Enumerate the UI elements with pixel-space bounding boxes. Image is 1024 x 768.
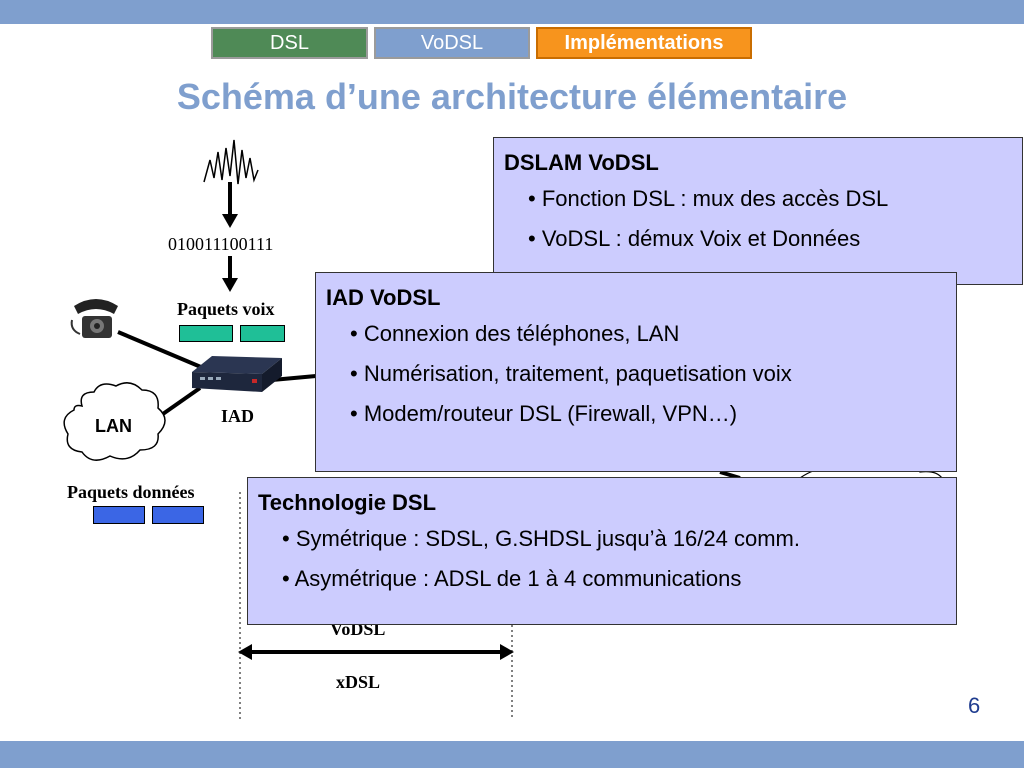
voice-packet bbox=[240, 325, 285, 342]
tab-implementations[interactable]: Implémentations bbox=[536, 27, 752, 59]
slide-title: Schéma d’une architecture élémentaire bbox=[176, 76, 848, 117]
dslam-box-title: DSLAM VoDSL bbox=[504, 150, 659, 175]
dslam-vodsl-box: DSLAM VoDSL • Fonction DSL : mux des acc… bbox=[493, 137, 1023, 285]
down-arrow-icon bbox=[222, 278, 238, 292]
dslam-bullet: • Fonction DSL : mux des accès DSL bbox=[528, 186, 889, 211]
page-number: 6 bbox=[968, 693, 981, 718]
lan-cloud-icon bbox=[63, 382, 166, 461]
iad-vodsl-box: IAD VoDSL • Connexion des téléphones, LA… bbox=[315, 272, 957, 472]
voice-packets-label: Paquets voix bbox=[177, 299, 275, 319]
technologie-dsl-box: Technologie DSL • Symétrique : SDSL, G.S… bbox=[247, 477, 957, 625]
bit-string-label: 010011100111 bbox=[168, 234, 274, 254]
iad-bullet: • Connexion des téléphones, LAN bbox=[350, 321, 680, 346]
iad-bullet: • Modem/routeur DSL (Firewall, VPN…) bbox=[350, 401, 738, 426]
xdsl-label: xDSL bbox=[336, 672, 381, 692]
iad-bullet: • Numérisation, traitement, paquetisatio… bbox=[350, 361, 792, 386]
voice-packet bbox=[179, 325, 233, 342]
tab-dsl[interactable]: DSL bbox=[211, 27, 368, 59]
iad-label: IAD bbox=[221, 406, 255, 426]
data-packets-label: Paquets données bbox=[67, 482, 195, 502]
data-packet bbox=[93, 506, 145, 524]
dslam-bullet: • VoDSL : démux Voix et Données bbox=[528, 226, 861, 251]
lan-label: LAN bbox=[95, 416, 132, 436]
tech-bullet: • Symétrique : SDSL, G.SHDSL jusqu’à 16/… bbox=[282, 526, 800, 551]
tech-box-title: Technologie DSL bbox=[258, 490, 437, 515]
data-packet bbox=[152, 506, 204, 524]
right-arrow-icon bbox=[500, 644, 514, 660]
top-bar bbox=[0, 0, 1024, 24]
left-arrow-icon bbox=[238, 644, 252, 660]
voice-waveform-icon bbox=[203, 139, 259, 185]
bottom-bar bbox=[0, 741, 1024, 768]
down-arrow-icon bbox=[222, 214, 238, 228]
tab-vodsl[interactable]: VoDSL bbox=[374, 27, 530, 59]
tech-bullet: • Asymétrique : ADSL de 1 à 4 communicat… bbox=[282, 566, 742, 591]
iad-modem-icon bbox=[192, 356, 282, 392]
iad-box-title: IAD VoDSL bbox=[326, 285, 441, 310]
telephone-icon bbox=[70, 299, 118, 338]
